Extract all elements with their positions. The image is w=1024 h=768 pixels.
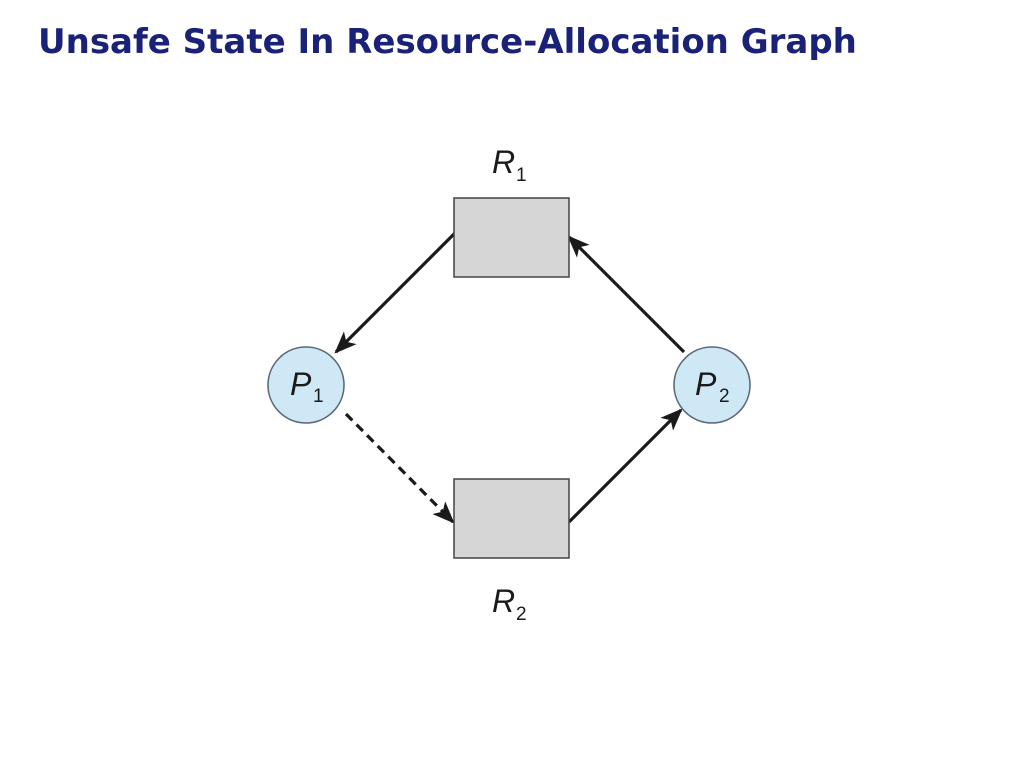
process-p1: P 1 — [267, 346, 345, 424]
resource-r1-subscript: 1 — [516, 165, 527, 186]
process-p2-subscript: 2 — [719, 386, 730, 407]
edge-p1-to-r2 — [344, 412, 455, 524]
resource-r2-subscript: 2 — [516, 604, 527, 625]
resource-r1-letter: R — [492, 144, 515, 180]
resource-r1-box — [453, 197, 570, 278]
resource-r1: R 1 — [453, 144, 570, 278]
process-p2-letter: P — [695, 366, 717, 402]
resource-r2-letter: R — [492, 583, 515, 619]
process-p1-letter: P — [290, 366, 312, 402]
process-p2: P 2 — [673, 346, 751, 424]
resource-r2-box — [453, 478, 570, 559]
edge-r1-to-p1 — [334, 231, 457, 354]
edge-p2-to-r1 — [567, 235, 686, 354]
slide-title: Unsafe State In Resource-Allocation Grap… — [38, 22, 857, 62]
resource-r2: R 2 — [453, 478, 570, 625]
process-p1-subscript: 1 — [313, 386, 324, 407]
process-p1-circle — [267, 346, 345, 424]
edge-r2-to-p2 — [567, 408, 683, 524]
process-p2-circle — [673, 346, 751, 424]
